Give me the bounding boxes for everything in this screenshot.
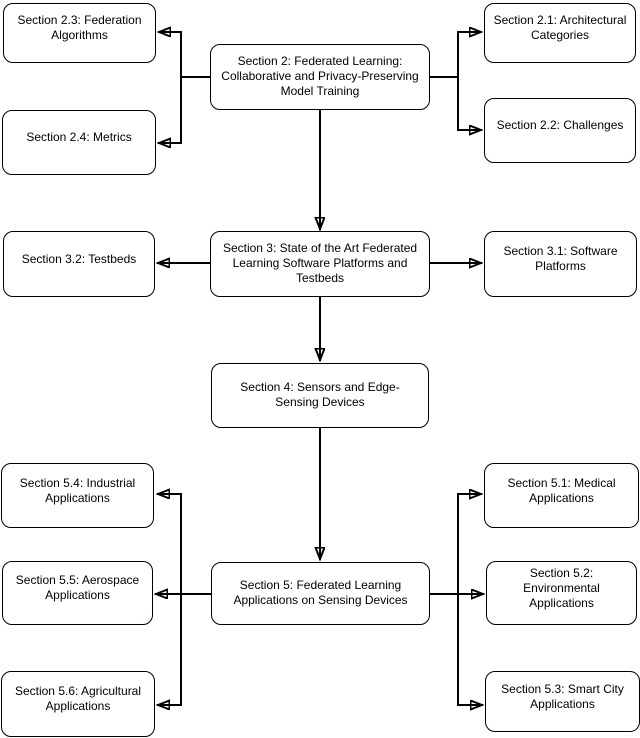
connector-section5-right-branch (429, 494, 483, 705)
node-label-line: Algorithms (51, 28, 108, 42)
node-label-line: Section 5.2: (529, 565, 594, 580)
node-label-line: Applications (529, 490, 594, 505)
node-label-line: Environmental (523, 580, 600, 595)
node-label-line: Section 2: Federated Learning: (237, 53, 403, 68)
connector-section2-left-branch (159, 32, 211, 143)
node-section-5-4: Section 5.4: Industrial Applications (1, 463, 154, 528)
node-label-line: Section 2.4: Metrics (26, 130, 132, 144)
node-section-2-2: Section 2.2: Challenges (484, 98, 636, 163)
node-label-line: Section 2.1: Architectural (493, 13, 627, 27)
node-label-line: Section 5: Federated Learning (239, 577, 402, 592)
node-label-line: Section 2.2: Challenges (496, 118, 624, 132)
node-label-line: Section 5.1: Medical (507, 475, 616, 490)
node-section-2-4: Section 2.4: Metrics (2, 110, 156, 175)
node-section-2-1: Section 2.1: Architectural Categories (484, 3, 636, 63)
node-section-5: Section 5: Federated Learning Applicatio… (211, 562, 430, 625)
node-section-5-1: Section 5.1: Medical Applications (484, 463, 639, 528)
node-label-line: Section 5.4: Industrial (19, 475, 136, 490)
node-label-line: Applications (45, 490, 110, 505)
node-label-line: Applications on Sensing Devices (233, 592, 408, 607)
node-section-5-3: Section 5.3: Smart City Applications (485, 671, 640, 732)
node-label-line: Learning Software Platforms and (232, 255, 408, 270)
node-section-5-2: Section 5.2: Environmental Applications (486, 561, 637, 625)
node-label-line: Section 5.6: Agricultural (14, 684, 142, 698)
node-label-line: Applications (530, 696, 595, 711)
node-section-3: Section 3: State of the Art Federated Le… (210, 231, 430, 297)
node-label-line: Section 3.2: Testbeds (21, 251, 137, 266)
node-label-line: Section 4: Sensors and Edge- (240, 379, 400, 394)
node-label-line: Section 5.3: Smart City (501, 681, 624, 696)
node-label-line: Categories (530, 28, 590, 42)
node-label-line: Collaborative and Privacy-Preserving (221, 68, 419, 83)
connector-section2-right-branch (429, 32, 481, 130)
node-label-line: Section 2.3: Federation (17, 13, 142, 27)
node-section-2: Section 2: Federated Learning: Collabora… (210, 44, 430, 110)
node-label-line: Sensing Devices (275, 394, 365, 409)
node-label-line: Section 3.1: Software (503, 244, 618, 258)
node-section-5-6: Section 5.6: Agricultural Applications (1, 671, 155, 737)
node-section-5-5: Section 5.5: Aerospace Applications (2, 561, 153, 625)
node-section-3-2: Section 3.2: Testbeds (3, 231, 155, 297)
node-label-line: Testbeds (295, 270, 345, 285)
connector-section5-left-branch (156, 494, 211, 705)
node-label-line: Applications (529, 595, 594, 610)
node-label-line: Model Training (280, 83, 360, 98)
node-label-line: Section 5.5: Aerospace (15, 573, 140, 587)
node-label-line: Applications (45, 588, 110, 602)
node-label-line: Section 3: State of the Art Federated (222, 240, 418, 255)
node-section-4: Section 4: Sensors and Edge- Sensing Dev… (211, 363, 429, 428)
node-section-3-1: Section 3.1: Software Platforms (484, 231, 637, 297)
node-label-line: Applications (45, 699, 111, 713)
node-label-line: Platforms (535, 259, 586, 273)
node-section-2-3: Section 2.3: Federation Algorithms (3, 3, 156, 63)
